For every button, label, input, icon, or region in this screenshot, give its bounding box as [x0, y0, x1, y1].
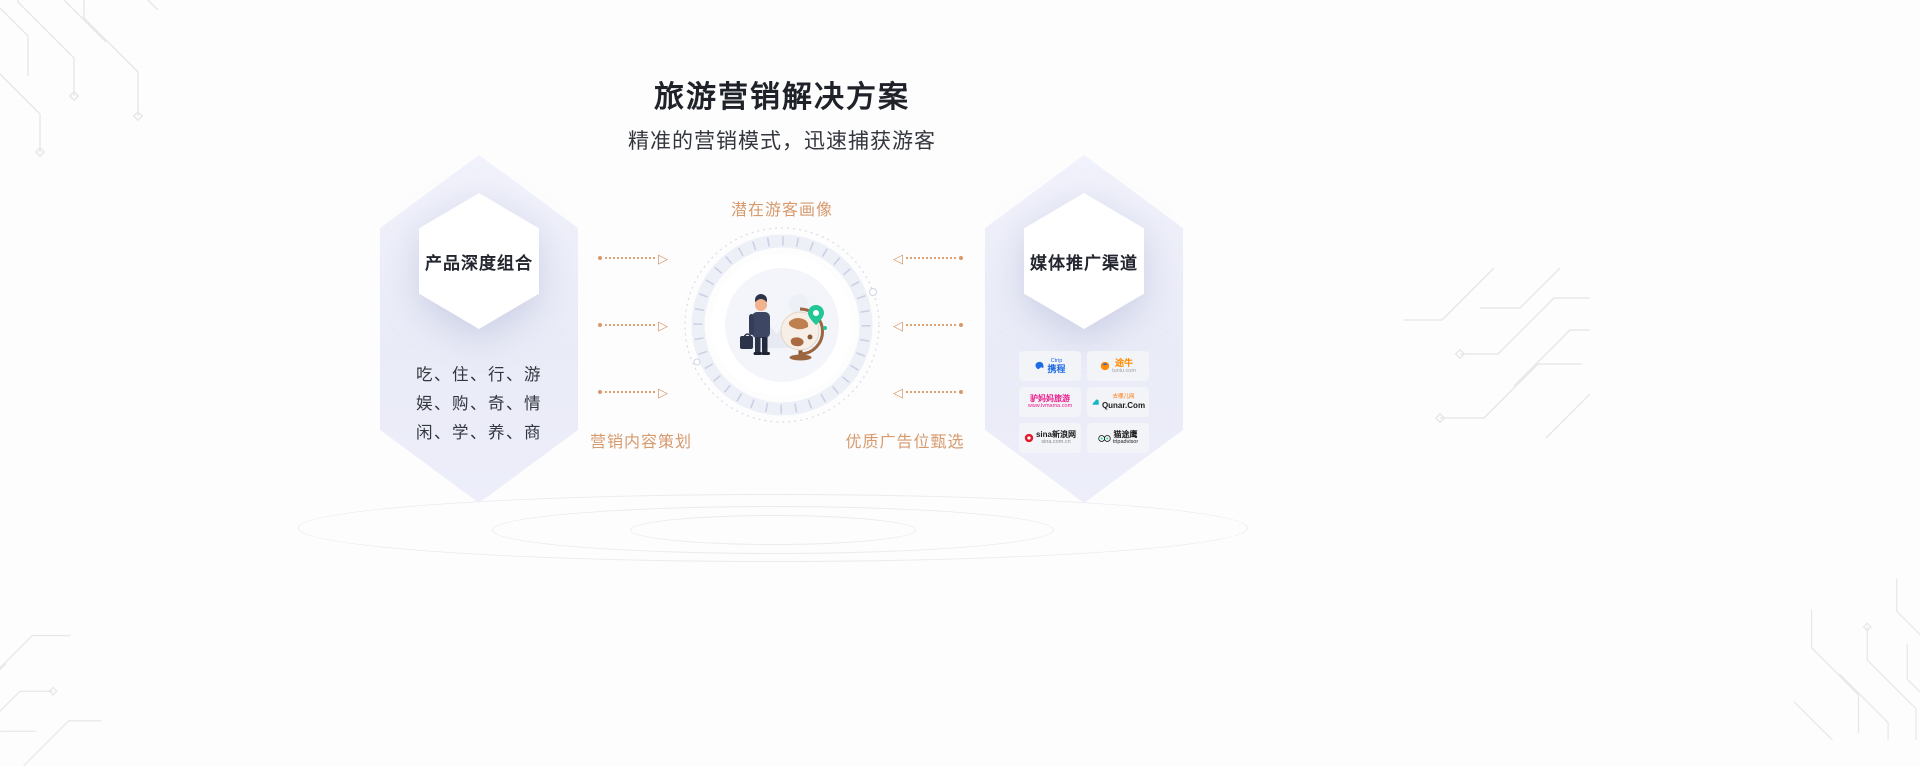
traveler-globe-illustration: [684, 227, 880, 423]
product-category-line: 闲、学、养、商: [416, 424, 542, 442]
arrow-left-icon: ◁: [893, 317, 903, 333]
left-card-title: 产品深度组合: [425, 253, 533, 273]
arrow-left-icon: ◁: [893, 250, 903, 266]
circuit-decoration-bottom-right: [1793, 578, 1920, 740]
qunar-logo-sub: 去哪儿网: [1112, 394, 1135, 401]
tuniu-logo-sub: tuniu.com: [1112, 368, 1136, 375]
arrow-dot: [598, 323, 602, 327]
media-channels-card: 媒体推广渠道 Ctrip 携程 途牛 tuniu.com 驴妈妈旅游: [985, 155, 1183, 503]
arrow-left-1: ▷: [598, 251, 668, 265]
arrow-dotted-line: [605, 324, 655, 326]
circuit-decoration-top-left: [0, 0, 159, 158]
arrow-dot: [959, 323, 963, 327]
lvmama-logo: 驴妈妈旅游 www.lvmama.com: [1019, 387, 1081, 417]
arrow-dotted-line: [906, 391, 956, 393]
ripple-ring-inner: [630, 515, 916, 545]
circuit-decoration-right: [1404, 268, 1590, 439]
media-logo-grid: Ctrip 携程 途牛 tuniu.com 驴妈妈旅游 www.lvmama.c…: [1019, 351, 1149, 453]
arrow-dotted-line: [906, 257, 956, 259]
lvmama-logo-text: 驴妈妈旅游: [1030, 394, 1070, 404]
arrow-right-1: ◁: [893, 251, 963, 265]
ripple-ring-middle: [492, 506, 1054, 554]
page-title: 旅游营销解决方案: [654, 81, 910, 115]
sina-eye-icon: [1024, 433, 1034, 443]
tripadvisor-logo: 猫途鹰 tripadvisor: [1087, 423, 1149, 453]
ripple-ring-outer: [298, 494, 1248, 562]
ctrip-logo-text: 携程: [1047, 363, 1066, 374]
card-title-hexagon: 产品深度组合: [419, 193, 539, 329]
product-category-list: 吃、住、行、游 娱、购、奇、情 闲、学、养、商: [380, 361, 578, 448]
arrow-dotted-line: [605, 391, 655, 393]
card-title-hexagon: 媒体推广渠道: [1024, 193, 1144, 329]
arrow-right-icon: ▷: [658, 384, 668, 400]
tripadvisor-logo-sub: tripadvisor: [1112, 439, 1139, 446]
product-category-line: 娱、购、奇、情: [416, 395, 542, 413]
globe-icon: [780, 307, 824, 361]
product-combination-card: 产品深度组合 吃、住、行、游 娱、购、奇、情 闲、学、养、商: [380, 155, 578, 503]
arrow-right-2: ◁: [893, 318, 963, 332]
sina-logo-sub: sina.com.cn: [1041, 439, 1071, 446]
arrow-dot: [959, 256, 963, 260]
tuniu-logo: 途牛 tuniu.com: [1087, 351, 1149, 381]
arrow-dot: [959, 390, 963, 394]
label-content-planning: 营销内容策划: [589, 434, 692, 451]
arrow-left-2: ▷: [598, 318, 668, 332]
ctrip-logo: Ctrip 携程: [1019, 351, 1081, 381]
qunar-camel-icon: [1092, 399, 1099, 405]
arrow-right-3: ◁: [893, 385, 963, 399]
right-card-title: 媒体推广渠道: [1030, 253, 1138, 273]
page-subtitle: 精准的营销模式，迅速捕获游客: [628, 130, 936, 153]
sina-logo-text: sina新浪网: [1035, 430, 1076, 440]
arrow-dot: [598, 390, 602, 394]
location-pin-icon: [808, 305, 827, 330]
tripadvisor-logo-text: 猫途鹰: [1113, 430, 1138, 440]
sina-logo: sina新浪网 sina.com.cn: [1019, 423, 1081, 453]
qunar-logo: 去哪儿网 Qunar.Com: [1087, 387, 1149, 417]
tripadvisor-owl-icon: [1098, 434, 1111, 442]
circuit-decoration-bottom-left: [0, 634, 102, 766]
tuniu-bull-icon: [1100, 361, 1110, 371]
arrow-dotted-line: [605, 257, 655, 259]
arrow-left-3: ▷: [598, 385, 668, 399]
ctrip-logo-sub: Ctrip: [1050, 357, 1063, 364]
lvmama-logo-sub: www.lvmama.com: [1027, 403, 1073, 410]
arrow-right-icon: ▷: [658, 250, 668, 266]
arrow-dot: [598, 256, 602, 260]
traveler-icon: [740, 294, 770, 355]
arrow-left-icon: ◁: [893, 384, 903, 400]
arrow-right-icon: ▷: [658, 317, 668, 333]
label-tourist-profile: 潜在游客画像: [730, 202, 833, 219]
label-ad-selection: 优质广告位甄选: [845, 434, 965, 451]
arrow-dotted-line: [906, 324, 956, 326]
product-category-line: 吃、住、行、游: [416, 366, 542, 384]
qunar-logo-text: Qunar.Com: [1101, 400, 1146, 410]
tuniu-logo-text: 途牛: [1114, 357, 1133, 368]
ctrip-dolphin-icon: [1035, 361, 1044, 369]
